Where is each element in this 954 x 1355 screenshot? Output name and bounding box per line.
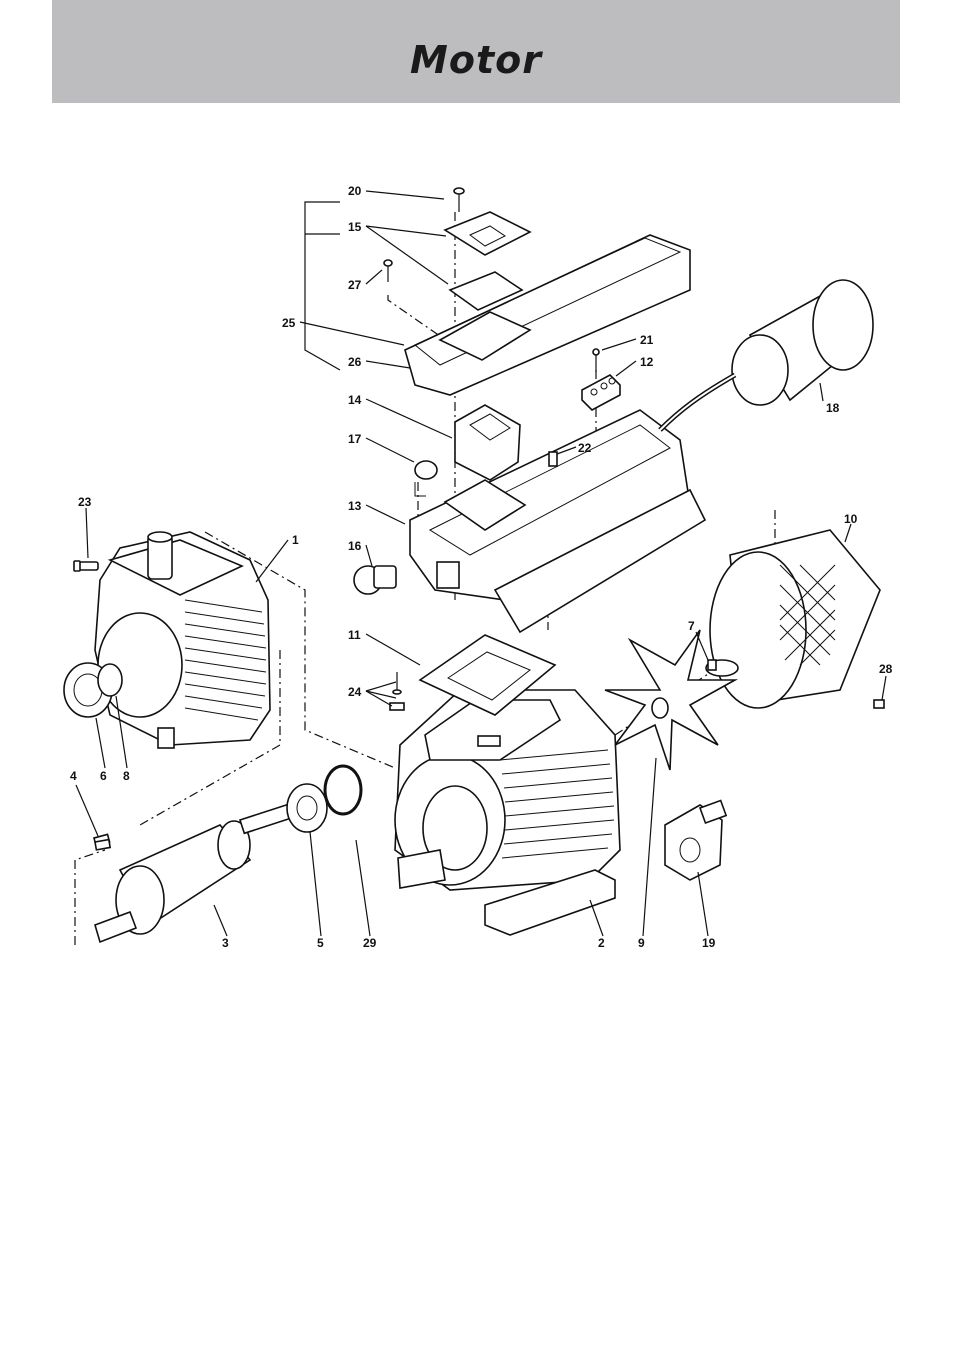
- callout-21: 21: [640, 333, 654, 347]
- screw-washer-part-24: [389, 672, 405, 711]
- callout-15: 15: [348, 220, 362, 234]
- callout-3: 3: [222, 936, 229, 950]
- callout-28: 28: [879, 662, 893, 676]
- callout-26: 26: [348, 355, 362, 369]
- callout-1: 1: [292, 533, 299, 547]
- callout-19: 19: [702, 936, 716, 950]
- callout-25: 25: [282, 316, 296, 330]
- callout-4: 4: [70, 769, 77, 783]
- callout-18: 18: [826, 401, 840, 415]
- callout-12: 12: [640, 355, 654, 369]
- callout-27: 27: [348, 278, 362, 292]
- callout-7: 7: [688, 619, 695, 633]
- capacitor-part-18: [658, 279, 874, 432]
- switch-part-14: [454, 404, 521, 481]
- callout-23: 23: [78, 495, 92, 509]
- cable-gland-part-16: [353, 565, 397, 595]
- end-shield-part-1: [94, 531, 271, 749]
- screw-part-22: [548, 451, 558, 467]
- terminal-cover-part-25: [404, 234, 691, 396]
- plug-part-19: [664, 799, 728, 881]
- callout-10: 10: [844, 512, 858, 526]
- screw-head-20: [453, 187, 465, 195]
- screw-part-23: [73, 560, 99, 572]
- rotor-part-3: [93, 800, 303, 944]
- page-title: Motor: [410, 38, 542, 82]
- callout-20: 20: [348, 184, 362, 198]
- screw-part-28: [873, 699, 885, 709]
- callout-11: 11: [348, 628, 361, 642]
- callout-29: 29: [363, 936, 377, 950]
- callout-8: 8: [123, 769, 130, 783]
- callout-13: 13: [348, 499, 362, 513]
- callout-14: 14: [348, 393, 362, 407]
- terminal-box-part-13: [409, 409, 707, 634]
- bearing-part-5: [286, 783, 328, 833]
- leader-lines: [75, 190, 887, 937]
- switch-cover-part-15: [443, 211, 532, 311]
- callout-24: 24: [348, 685, 362, 699]
- clamp-part-7: [705, 659, 739, 677]
- callout-22: 22: [578, 441, 592, 455]
- callout-labels: 20 15 27 25 26 14 17 13 16 11 24 21 12 2…: [70, 184, 893, 950]
- stator-housing-part-2: [394, 689, 621, 936]
- wave-ring-part-29: [323, 764, 363, 816]
- cable-clip-part-17: [414, 460, 438, 497]
- callout-2: 2: [598, 936, 605, 950]
- fan-cover-part-10: [709, 529, 881, 709]
- fan-part-9: [604, 629, 739, 771]
- callout-6: 6: [100, 769, 107, 783]
- terminal-block-part-12: [581, 374, 621, 411]
- callout-16: 16: [348, 539, 362, 553]
- callout-9: 9: [638, 936, 645, 950]
- key-part-4: [94, 838, 112, 851]
- screw-head-21: [592, 348, 600, 356]
- callout-17: 17: [348, 432, 362, 446]
- header-banner: Motor: [52, 0, 900, 103]
- screw-head-27: [383, 259, 393, 267]
- callout-5: 5: [317, 936, 324, 950]
- bearing-cap-part-6: [63, 662, 123, 718]
- box-gasket-part-11: [418, 634, 557, 716]
